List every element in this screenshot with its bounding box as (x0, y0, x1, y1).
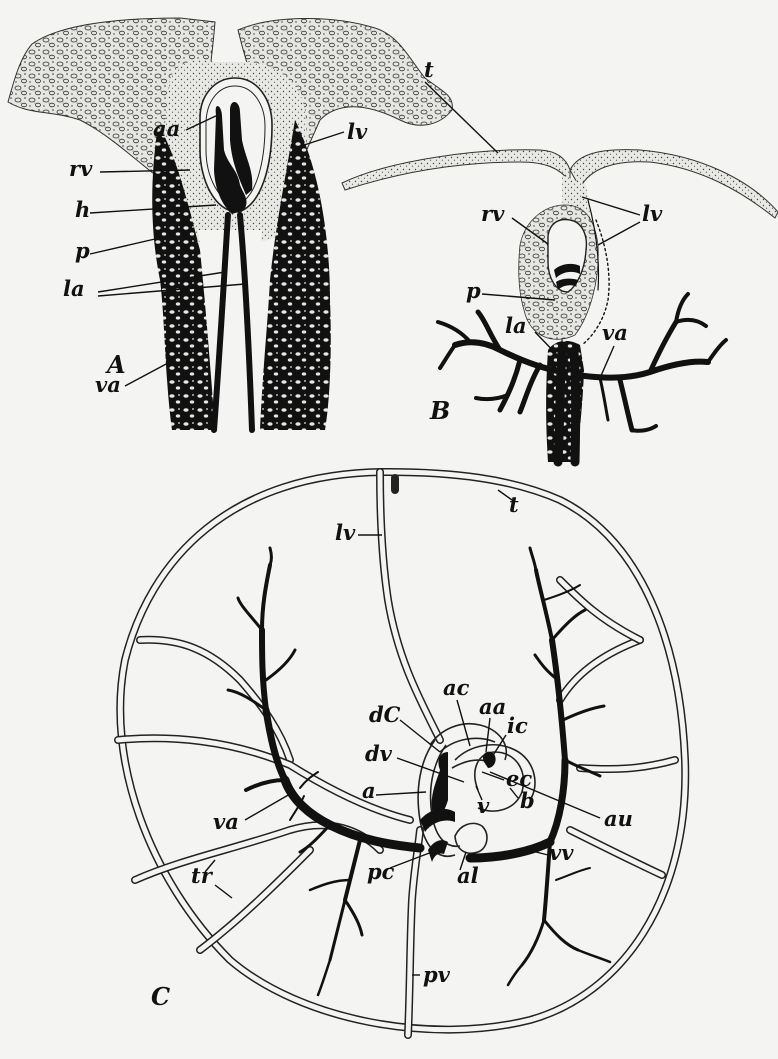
leader-c-vv (536, 852, 548, 855)
leader-c-tr-2 (215, 885, 232, 898)
label-c-aa: aa (479, 694, 506, 719)
label-c-vv: vv (549, 840, 574, 865)
label-a-rv: rv (69, 156, 93, 181)
label-c-pv: pv (423, 962, 451, 987)
label-c-b: b (520, 788, 535, 813)
leader-c-dv (397, 758, 464, 782)
label-c-pc: pc (367, 859, 395, 884)
label-a-h: h (75, 197, 90, 222)
panel-b-title: B (429, 396, 450, 425)
panel-a-title: A (105, 350, 126, 379)
label-b-va: va (602, 320, 628, 345)
panel-c (118, 472, 685, 1035)
leader-c-au (490, 772, 600, 818)
panel-c-membrane-divisions (118, 472, 675, 1035)
panel-b-right-arm (570, 150, 778, 218)
label-c-al: al (457, 863, 479, 888)
label-c-dC: dC (369, 702, 401, 727)
label-b-rv: rv (481, 201, 505, 226)
label-c-au: au (604, 806, 633, 831)
panel-c-vitelline-vessels (228, 548, 610, 995)
leader-c-ic (490, 735, 506, 760)
label-c-ic: ic (507, 713, 528, 738)
leader-b-lv-2 (598, 222, 640, 245)
label-c-tr: tr (191, 863, 214, 888)
label-c-a: a (362, 778, 376, 803)
panel-b-left-arm (342, 150, 570, 190)
label-c-v: v (477, 793, 490, 818)
label-a-la: la (63, 276, 85, 301)
leader-c-aa (486, 718, 490, 752)
panel-c-title: C (151, 982, 170, 1011)
label-a-aa: aa (153, 116, 180, 141)
label-c-dv: dv (365, 741, 393, 766)
label-c-lv: lv (335, 520, 356, 545)
label-b-t: t (424, 57, 434, 82)
label-a-p: p (75, 238, 90, 263)
label-b-p: p (466, 278, 481, 303)
label-c-va: va (213, 809, 239, 834)
label-b-lv: lv (642, 201, 663, 226)
label-b-la: la (505, 313, 527, 338)
label-c-t: t (509, 492, 519, 517)
leader-b-va (600, 346, 614, 378)
panel-a (8, 18, 452, 430)
leader-c-va (245, 794, 290, 820)
leader-c-pc (390, 852, 432, 868)
panel-b (342, 150, 778, 462)
label-c-ac: ac (443, 675, 470, 700)
label-a-lv: lv (347, 119, 368, 144)
leader-a-va (125, 363, 168, 386)
